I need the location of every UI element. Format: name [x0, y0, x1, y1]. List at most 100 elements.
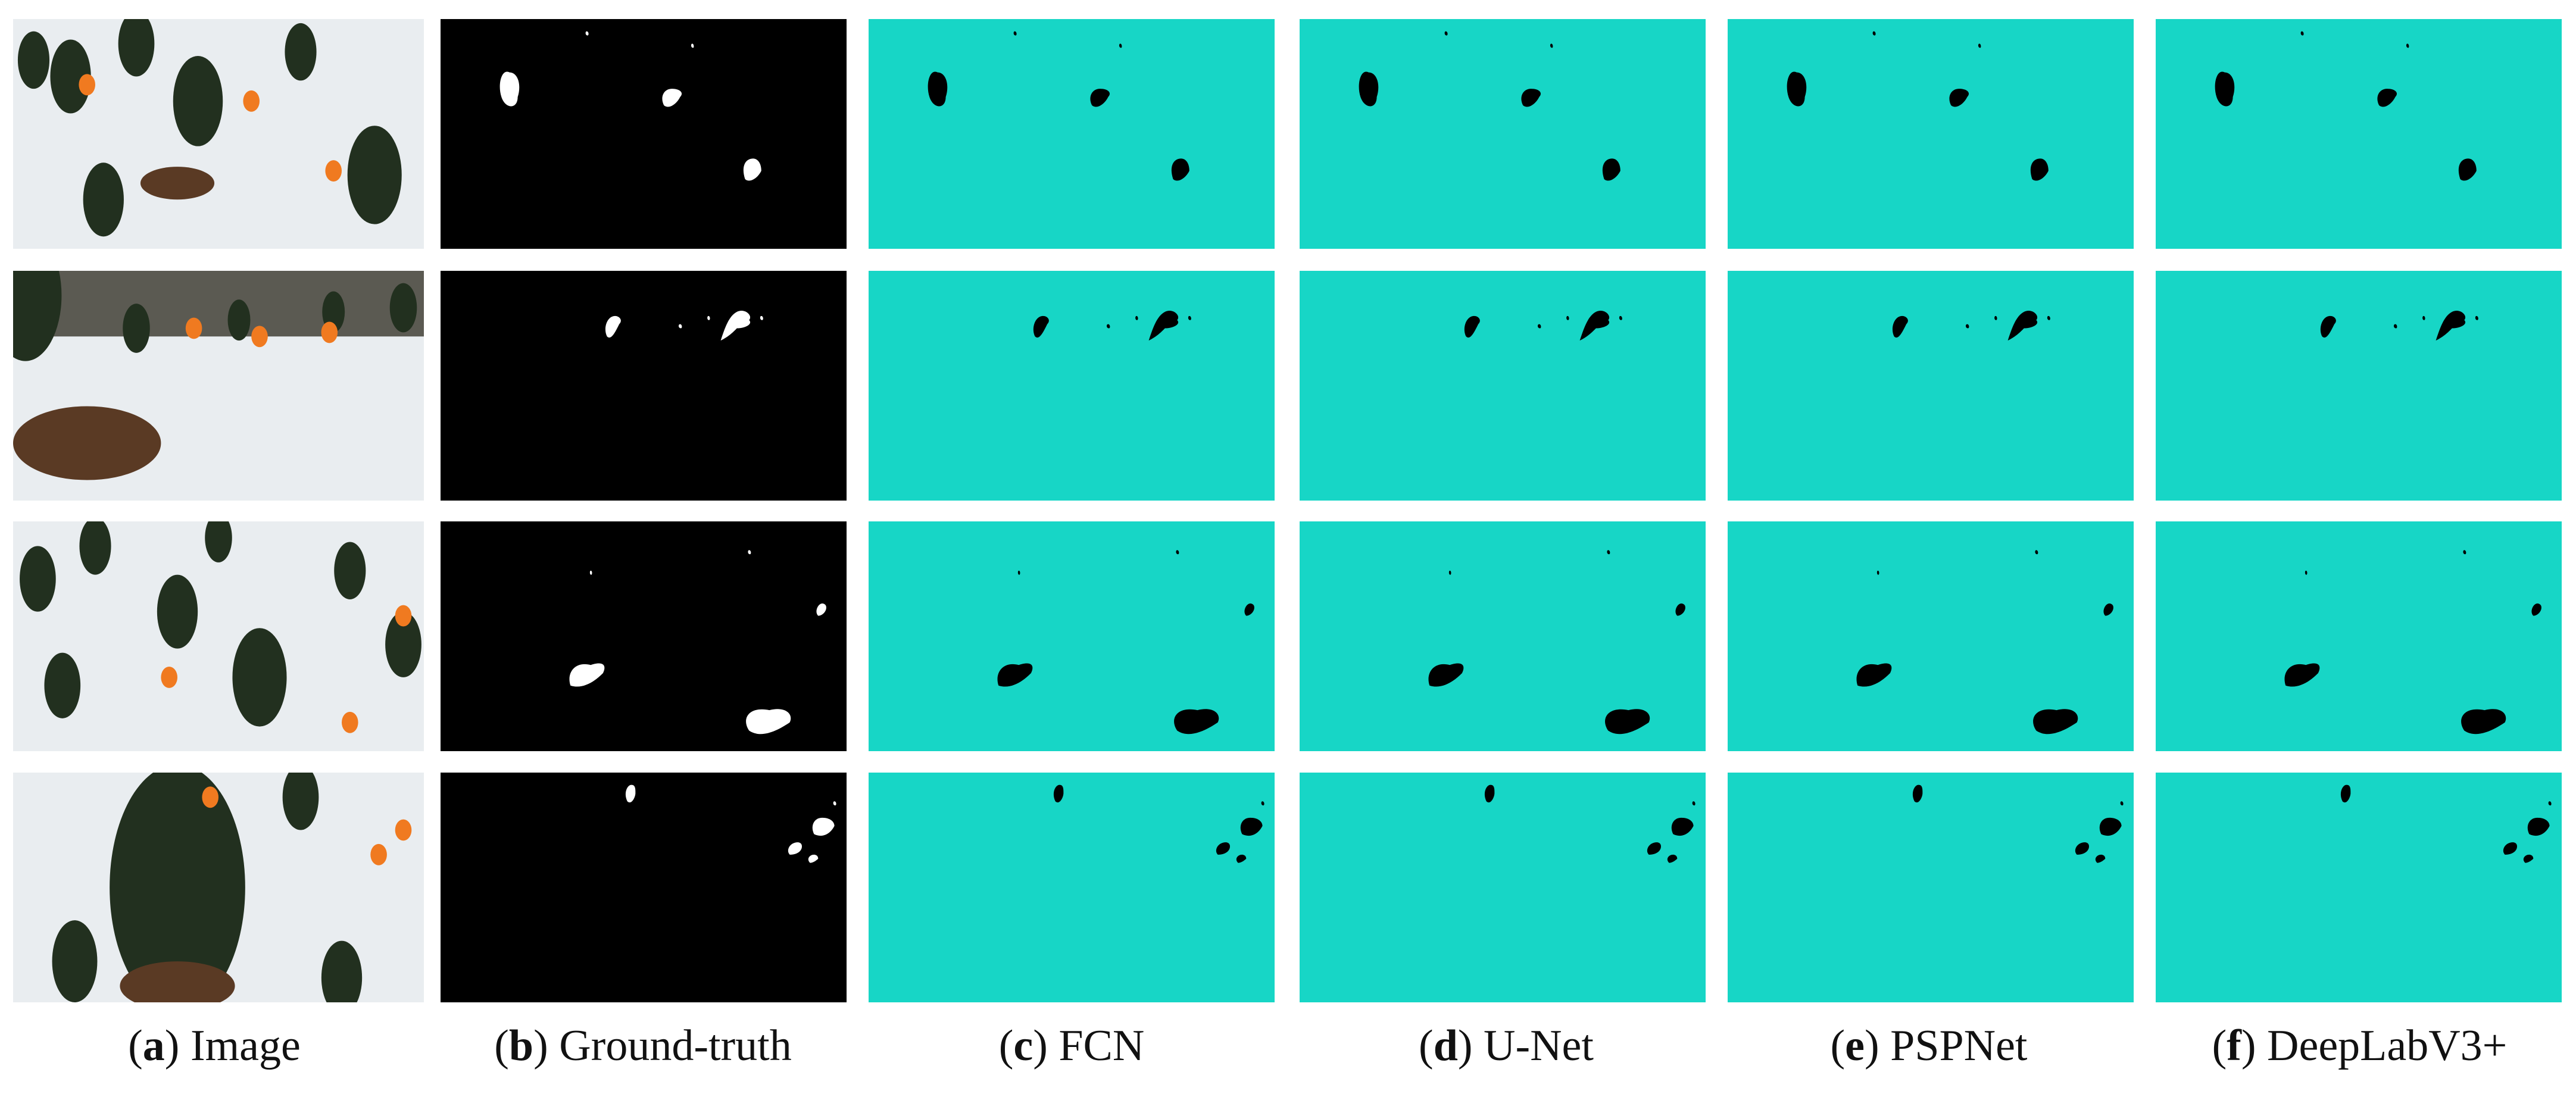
- prediction-fire-region: [2523, 854, 2534, 863]
- ground-truth-fire-region: [605, 315, 621, 338]
- ground-truth-fire-region: [812, 817, 835, 836]
- cell-ground_truth-row-3: [441, 521, 847, 751]
- caption-deeplab: (f) DeepLabV3+: [2212, 1021, 2508, 1070]
- fire-flame: [370, 843, 387, 865]
- prediction-fire-region: [1119, 43, 1122, 48]
- fire-flame: [185, 317, 202, 339]
- fire-flame: [325, 160, 342, 182]
- prediction-fire-region: [2475, 315, 2478, 320]
- tree: [385, 611, 421, 677]
- tree: [123, 304, 150, 353]
- cell-unet-row-1: [1300, 19, 1706, 249]
- prediction-fire-region: [1994, 315, 1997, 320]
- cell-image-row-1: [13, 19, 424, 249]
- deeplab-panel: [2156, 19, 2562, 249]
- prediction-fire-region: [2120, 801, 2124, 806]
- prediction-fire-region: [1053, 784, 1064, 803]
- prediction-fire-region: [1448, 570, 1451, 575]
- ground-truth-fire-region: [833, 801, 836, 806]
- ground-truth-fire-region: [746, 709, 791, 734]
- prediction-fire-region: [1236, 854, 1247, 863]
- prediction-fire-region: [2007, 311, 2038, 341]
- prediction-fire-region: [1244, 603, 1254, 616]
- prediction-fire-region: [1428, 663, 1464, 687]
- image-panel: [13, 773, 424, 1002]
- caption-fcn: (c) FCN: [998, 1021, 1145, 1070]
- prediction-fire-region: [1188, 315, 1191, 320]
- prediction-fire-region: [2458, 158, 2477, 181]
- prediction-fire-region: [1135, 315, 1138, 320]
- prediction-background: [2156, 773, 2562, 1002]
- cell-ground_truth-row-4: [441, 773, 847, 1002]
- unet-panel: [1300, 521, 1706, 751]
- deeplab-panel: [2156, 271, 2562, 501]
- tree: [282, 773, 319, 830]
- tree: [157, 574, 198, 649]
- cell-fcn-row-4: [869, 773, 1275, 1002]
- prediction-fire-region: [1216, 842, 1230, 855]
- prediction-fire-region: [2422, 315, 2425, 320]
- fire-flame: [243, 90, 260, 112]
- prediction-fire-region: [1521, 89, 1541, 107]
- prediction-background: [2156, 19, 2562, 249]
- fcn-panel: [869, 773, 1275, 1002]
- pspnet-panel: [1728, 521, 2134, 751]
- cell-image-row-2: [13, 271, 424, 501]
- cell-ground_truth-row-1: [441, 19, 847, 249]
- ground_truth-panel: [441, 19, 847, 249]
- prediction-fire-region: [1550, 43, 1553, 48]
- caption-unet: (d) U-Net: [1419, 1021, 1594, 1070]
- ground-truth-fire-region: [816, 603, 826, 616]
- caption-image: (a) Image: [128, 1021, 301, 1070]
- prediction-fire-region: [1647, 842, 1661, 855]
- prediction-fire-region: [1978, 43, 1981, 48]
- prediction-fire-region: [2047, 315, 2050, 320]
- prediction-fire-region: [1537, 324, 1541, 329]
- prediction-fire-region: [2436, 311, 2466, 341]
- tree: [83, 162, 124, 237]
- ground-truth-fire-region: [743, 158, 761, 181]
- cell-image-row-4: [13, 773, 424, 1002]
- prediction-fire-region: [2284, 663, 2320, 687]
- ground-truth-fire-region: [707, 315, 710, 320]
- ground_truth-panel: [441, 521, 847, 751]
- cell-unet-row-2: [1300, 271, 1706, 501]
- pspnet-panel: [1728, 19, 2134, 249]
- fcn-panel: [869, 521, 1275, 751]
- cell-ground_truth-row-2: [441, 271, 847, 501]
- cell-fcn-row-2: [869, 271, 1275, 501]
- prediction-fire-region: [1106, 324, 1110, 329]
- prediction-background: [869, 19, 1275, 249]
- fire-flame: [202, 786, 218, 808]
- tree: [285, 23, 317, 81]
- ground-truth-background: [441, 773, 847, 1002]
- ground_truth-panel: [441, 271, 847, 501]
- prediction-fire-region: [2095, 854, 2106, 863]
- tree: [334, 542, 366, 599]
- prediction-fire-region: [1017, 570, 1020, 575]
- tree: [20, 546, 56, 612]
- tree: [347, 126, 402, 224]
- prediction-fire-region: [1602, 158, 1620, 181]
- fcn-panel: [869, 271, 1275, 501]
- cell-unet-row-3: [1300, 521, 1706, 751]
- prediction-fire-region: [2463, 550, 2466, 555]
- ground-truth-background: [441, 271, 847, 501]
- prediction-fire-region: [1605, 709, 1650, 734]
- ground-truth-fire-region: [720, 311, 751, 341]
- ground-truth-fire-region: [808, 854, 819, 863]
- fire-flame: [395, 819, 412, 841]
- fire-flame: [79, 74, 95, 96]
- prediction-fire-region: [2103, 603, 2113, 616]
- prediction-background: [2156, 271, 2562, 501]
- tree: [110, 773, 245, 1002]
- prediction-fire-region: [1176, 550, 1179, 555]
- tree: [118, 19, 155, 77]
- prediction-fire-region: [2300, 31, 2304, 36]
- prediction-background: [1728, 773, 2134, 1002]
- prediction-fire-region: [1148, 311, 1179, 341]
- ground-truth-fire-region: [589, 570, 592, 575]
- prediction-background: [869, 271, 1275, 501]
- prediction-fire-region: [2461, 709, 2506, 734]
- fcn-panel: [869, 19, 1275, 249]
